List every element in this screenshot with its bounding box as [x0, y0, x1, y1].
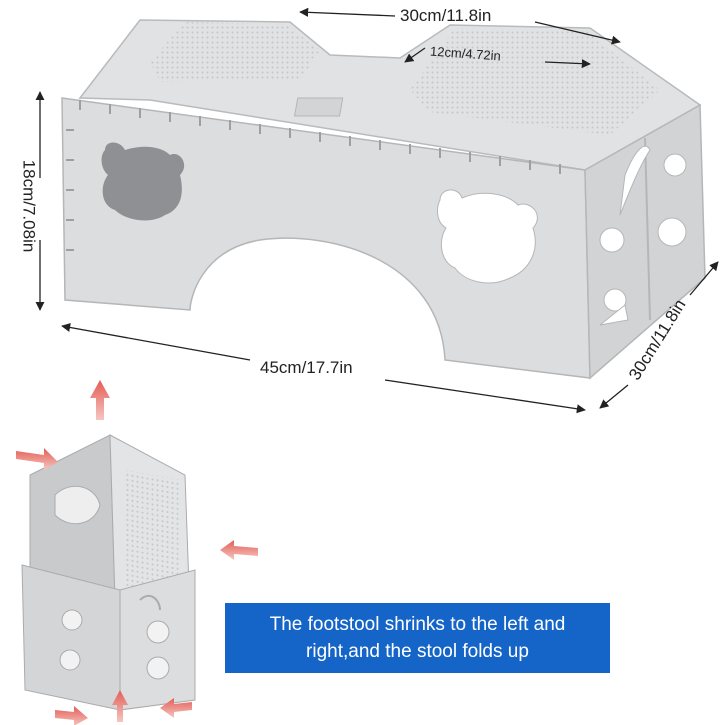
stool-front-face	[61, 97, 591, 379]
fold-direction-arrows	[16, 380, 258, 725]
dimension-lines	[35, 7, 719, 414]
fold-bear-shape	[54, 485, 101, 525]
side-cutouts	[599, 145, 687, 326]
arrow-up-icon	[90, 380, 110, 420]
foot-pad-right	[410, 28, 660, 135]
arrow-left-lower-icon	[160, 698, 192, 718]
arrow-left-icon	[220, 540, 258, 560]
foot-pad-left	[150, 22, 320, 82]
fold-panel-lower-left	[21, 564, 121, 711]
dimension-length: 45cm/17.7in	[260, 358, 353, 377]
arrow-up-lower-icon	[112, 690, 128, 722]
fold-caption: The footstool shrinks to the left and ri…	[225, 603, 610, 673]
caption-line-2: right,and the stool folds up	[306, 641, 529, 662]
arrow-right-lower-icon	[55, 706, 88, 725]
dimension-top-width: 30cm/11.8in	[400, 6, 492, 25]
bear-cutout-right	[437, 189, 538, 284]
dimension-height: 18cm/7.08in	[19, 159, 39, 253]
arrow-right-icon	[16, 448, 58, 470]
folding-illustration	[16, 380, 258, 725]
footstool-main-view	[61, 19, 706, 380]
left-hinge-column	[66, 129, 74, 251]
top-center-logo-plate	[293, 97, 344, 117]
bear-cutout-left	[101, 142, 185, 221]
caption-line-1: The footstool shrinks to the left and	[269, 614, 566, 635]
front-hinge-row	[79, 100, 561, 174]
